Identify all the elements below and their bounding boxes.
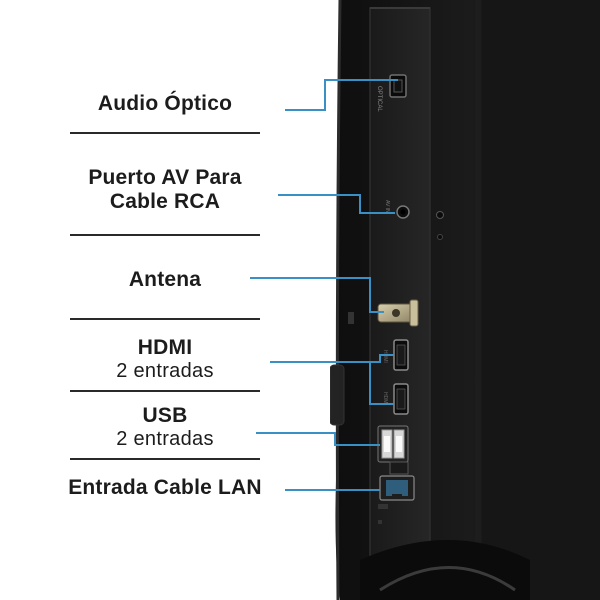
label-title-line2: Cable RCA [109, 190, 221, 213]
label-title: Audio Óptico [97, 92, 233, 115]
label-puerto-av: Puerto AV Para Cable RCA [40, 166, 290, 214]
label-title: Puerto AV Para [88, 166, 242, 189]
label-usb: USB 2 entradas [40, 404, 290, 450]
label-title: Entrada Cable LAN [68, 476, 262, 499]
svg-text:HDMI: HDMI [382, 392, 388, 405]
tv-back-panel-image: OPTICAL AV IN HDMI HDMI [330, 0, 600, 600]
divider [70, 132, 260, 134]
label-lan: Entrada Cable LAN [20, 476, 310, 500]
label-subtitle: 2 entradas [116, 428, 214, 450]
svg-text:OPTICAL: OPTICAL [376, 86, 382, 112]
lan-port [379, 475, 415, 501]
port-labels-column: Audio Óptico Puerto AV Para Cable RCA An… [20, 92, 310, 500]
divider [70, 390, 260, 392]
svg-text:HDMI: HDMI [382, 350, 388, 363]
label-title: Antena [128, 268, 202, 291]
label-title: USB [142, 404, 188, 427]
divider [70, 458, 260, 460]
label-subtitle: 2 entradas [116, 360, 214, 382]
hdmi-port-1 [393, 339, 409, 371]
label-title: HDMI [137, 336, 193, 359]
svg-text:AV IN: AV IN [384, 200, 390, 213]
usb-ports [377, 425, 409, 463]
label-antena: Antena [40, 268, 290, 292]
hdmi-port-2 [393, 383, 409, 415]
divider [70, 234, 260, 236]
label-audio-optico: Audio Óptico [40, 92, 290, 116]
label-hdmi: HDMI 2 entradas [40, 336, 290, 382]
divider [70, 318, 260, 320]
